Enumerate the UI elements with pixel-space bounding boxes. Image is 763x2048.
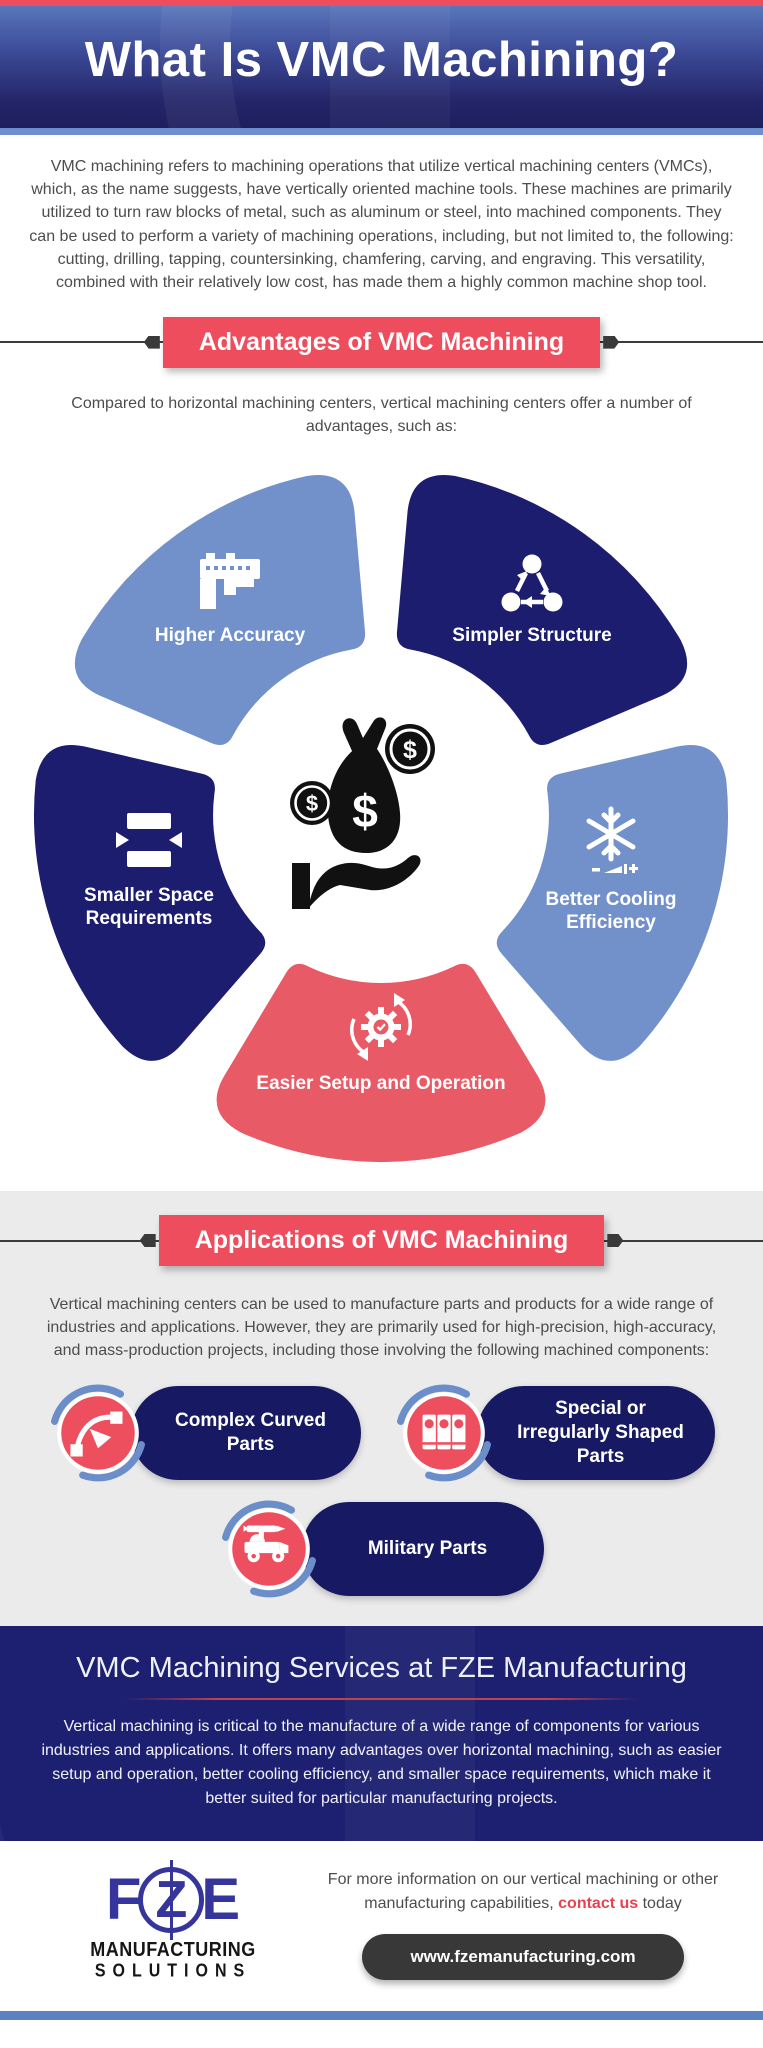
gear-sync-icon <box>345 991 417 1068</box>
bezier-curve-icon <box>49 1384 147 1482</box>
fze-logo: F Z E MANUFACTURING SOLUTIONS <box>38 1859 308 1981</box>
footer-contact-block: For more information on our vertical mac… <box>308 1868 738 1980</box>
wheel-segment-label: Higher Accuracy <box>154 624 306 646</box>
application-item-military: Military Parts <box>220 1500 544 1598</box>
application-label: Military Parts <box>301 1502 544 1597</box>
services-title: VMC Machining Services at FZE Manufactur… <box>76 1652 687 1685</box>
wheel-segment-shape <box>74 474 366 745</box>
logo-letter-f: F <box>105 1866 142 1932</box>
applications-row-1: Complex Curved Parts <box>0 1384 763 1482</box>
wheel-segment-simpler-structure: Simpler Structure <box>420 549 644 648</box>
svg-text:$: $ <box>403 736 417 764</box>
banner-marker-right-icon <box>603 335 620 349</box>
advantages-banner: Advantages of VMC Machining <box>0 314 763 370</box>
application-label: Complex Curved Parts <box>130 1386 361 1481</box>
wheel-segment-label: Easier Setup and Operation <box>256 1072 506 1094</box>
hero-header: What Is VMC Machining? <box>0 6 763 128</box>
wheel-segment-label: Simpler Structure <box>452 624 612 646</box>
applications-section: Applications of VMC Machining Vertical m… <box>0 1190 763 1627</box>
applications-banner: Applications of VMC Machining <box>0 1213 763 1269</box>
wheel-segment-better-cooling: Better Cooling Efficiency <box>502 805 720 936</box>
footer-bottom-bar <box>0 2010 763 2020</box>
advantages-lead: Compared to horizontal machining centers… <box>71 395 692 436</box>
fze-logo-letters: F Z E <box>38 1859 308 1940</box>
banner-marker-left-icon <box>143 335 160 349</box>
application-item-complex-curved: Complex Curved Parts <box>49 1384 361 1482</box>
military-truck-icon <box>220 1500 318 1598</box>
footer-info-text: For more information on our vertical mac… <box>327 1870 719 1912</box>
intro-paragraph: VMC machining refers to machining operat… <box>29 158 734 291</box>
logo-circled-z-icon: Z <box>138 1859 205 1940</box>
svg-text:$: $ <box>352 785 378 837</box>
services-divider <box>124 1698 639 1700</box>
banner-marker-left-icon <box>139 1234 156 1247</box>
application-label: Special or Irregularly Shaped Parts <box>476 1386 715 1481</box>
snowflake-icon <box>575 805 647 884</box>
applications-lead: Vertical machining centers can be used t… <box>46 1295 717 1359</box>
wheel-segment-shape <box>216 963 546 1162</box>
banner-marker-right-icon <box>607 1234 624 1247</box>
caliper-icon <box>194 549 266 620</box>
applications-row-2: Military Parts <box>0 1500 763 1598</box>
wheel-segment-higher-accuracy: Higher Accuracy <box>118 549 342 648</box>
linked-nodes-icon <box>496 549 568 620</box>
logo-solutions-text: SOLUTIONS <box>94 1961 252 1981</box>
logo-letter-e: E <box>201 1866 241 1932</box>
hero-bottom-strip <box>0 128 763 135</box>
svg-text:$: $ <box>306 791 318 816</box>
wheel-segment-easier-setup: Easier Setup and Operation <box>241 991 521 1096</box>
engine-block-icon <box>395 1384 493 1482</box>
advantages-wheel-diagram: $ $ $ Higher Accuracy <box>0 453 763 1177</box>
wheel-segment-shape <box>496 744 729 1061</box>
contact-us-link[interactable]: contact us <box>558 1894 639 1912</box>
compress-arrows-icon <box>113 805 185 880</box>
top-accent-stripe <box>0 0 763 6</box>
wheel-segments <box>33 474 729 1162</box>
wheel-segment-label: Better Cooling Efficiency <box>545 888 677 934</box>
services-section: VMC Machining Services at FZE Manufactur… <box>0 1626 763 1841</box>
wheel-segment-label: Smaller Space Requirements <box>84 884 214 930</box>
wheel-segment-shape <box>33 744 266 1061</box>
logo-manufacturing-text: MANUFACTURING <box>90 1936 256 1960</box>
website-button[interactable]: www.fzemanufacturing.com <box>362 1933 684 1980</box>
applications-banner-title: Applications of VMC Machining <box>158 1215 605 1266</box>
page-title: What Is VMC Machining? <box>84 33 679 87</box>
footer: F Z E MANUFACTURING SOLUTIONS For more i… <box>0 1840 763 2011</box>
wheel-segment-smaller-space: Smaller Space Requirements <box>40 805 258 932</box>
services-paragraph: Vertical machining is critical to the ma… <box>41 1717 722 1807</box>
money-bag-in-hand-icon: $ $ $ <box>288 711 438 911</box>
application-item-special-shaped: Special or Irregularly Shaped Parts <box>395 1384 715 1482</box>
advantages-banner-title: Advantages of VMC Machining <box>162 316 601 368</box>
wheel-segment-shape <box>396 474 688 745</box>
